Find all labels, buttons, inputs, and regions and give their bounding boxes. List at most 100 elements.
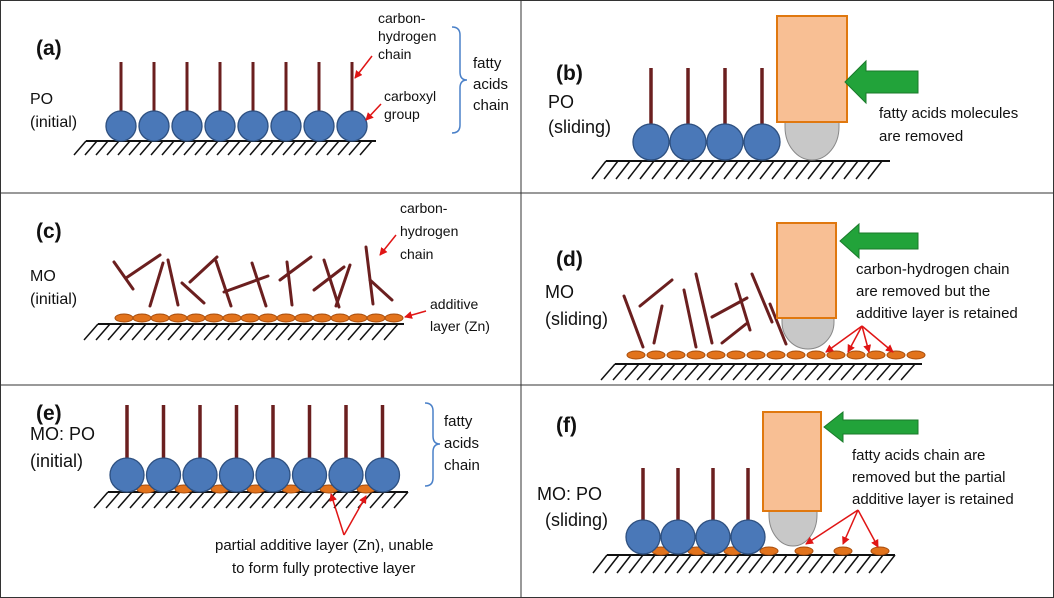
hatch-line: [663, 160, 679, 180]
carboxyl-head: [218, 457, 255, 493]
hatch-line: [359, 323, 375, 341]
carboxyl-head: [730, 519, 766, 555]
zn-particle: [114, 313, 134, 323]
carboxyl-head: [109, 457, 145, 493]
hatch-line: [117, 491, 133, 509]
zn-particle: [348, 313, 368, 323]
zn-particle: [204, 313, 224, 323]
pointer-arrow: [805, 509, 859, 545]
hatch-line: [326, 140, 340, 156]
annotation-fatty-line3: chain: [444, 457, 480, 474]
hatch-line: [393, 491, 409, 509]
hatch-line: [83, 323, 99, 341]
substrate-hatch: [83, 323, 404, 341]
carbon-hydrogen-chain: [622, 294, 645, 349]
hatch-line: [315, 140, 329, 156]
zn-particle: [886, 350, 906, 360]
ball-tip: [781, 315, 835, 350]
oil-state: (initial): [30, 114, 77, 131]
zn-particle: [870, 546, 890, 556]
hatch-line: [615, 160, 631, 180]
carboxyl-head: [706, 123, 744, 161]
note-line2: to form fully protective layer: [232, 560, 415, 577]
sliding-pin-icon: [776, 15, 848, 161]
hatch-line: [304, 140, 318, 156]
pointer-arrow: [847, 325, 863, 353]
carbon-hydrogen-chain: [638, 278, 674, 308]
partial-zn-layer: [651, 546, 890, 556]
hatch-line: [840, 363, 856, 381]
annotation-carbon-line2: hydrogen: [378, 28, 436, 44]
hatch-line: [736, 554, 752, 574]
hatch-line: [323, 323, 339, 341]
panel-label: (b): [556, 62, 583, 85]
oil-state: (sliding): [545, 510, 608, 530]
carbon-hydrogen-chain: [180, 281, 206, 305]
carbon-hydrogen-chain: [250, 261, 268, 308]
hatch-line: [73, 140, 87, 156]
carboxyl-head: [255, 457, 291, 493]
carboxyl-head: [336, 110, 368, 142]
hatch-line: [345, 491, 361, 509]
hatch-line: [335, 323, 351, 341]
panel-d: (d) MO (sliding) carbon-hydrogen chain a…: [545, 222, 1018, 381]
zn-particle: [786, 350, 806, 360]
carboxyl-head: [743, 123, 781, 161]
oil-type: PO: [548, 92, 574, 112]
zn-particle: [826, 350, 846, 360]
annotation-carbon-line3: chain: [378, 46, 411, 62]
note-line2: removed but the partial: [852, 469, 1005, 486]
zn-particle: [794, 546, 814, 556]
hatch-line: [261, 491, 277, 509]
pointer-arrow: [825, 325, 863, 353]
hatch-line: [179, 323, 195, 341]
carboxyl-head: [328, 457, 364, 493]
hatch-line: [161, 140, 175, 156]
hatch-line: [688, 554, 704, 574]
panel-label: (f): [556, 414, 577, 437]
hatch-line: [260, 140, 274, 156]
hatch-line: [155, 323, 171, 341]
zn-particle: [294, 313, 314, 323]
hatch-line: [696, 363, 712, 381]
hatch-line: [795, 160, 811, 180]
hatch-line: [333, 491, 349, 509]
carbon-hydrogen-chain: [166, 258, 180, 307]
hatch-line: [201, 491, 217, 509]
oil-type: PO: [30, 91, 53, 108]
hatch-line: [238, 140, 252, 156]
hatch-line: [699, 160, 715, 180]
hatch-line: [600, 363, 616, 381]
hatch-line: [299, 323, 315, 341]
hatch-line: [285, 491, 301, 509]
hatch-line: [724, 554, 740, 574]
carboxyl-head: [171, 110, 203, 142]
annotation-carboxyl-line2: group: [384, 106, 420, 122]
hatch-line: [664, 554, 680, 574]
carbon-hydrogen-chain: [768, 302, 788, 346]
hatch-line: [832, 554, 848, 574]
carboxyl-head: [669, 123, 707, 161]
oil-type: MO: [30, 268, 56, 285]
annotation-carbon-line2: hydrogen: [400, 223, 458, 239]
hatch-line: [675, 160, 691, 180]
carboxyl-head: [270, 110, 302, 142]
hatch-line: [194, 140, 208, 156]
hatch-line: [748, 554, 764, 574]
oil-state: (initial): [30, 291, 77, 308]
zn-particle: [258, 313, 278, 323]
hatch-line: [627, 160, 643, 180]
carbon-hydrogen-chain: [148, 261, 165, 308]
carboxyl-head: [291, 457, 328, 493]
zn-particle: [132, 313, 152, 323]
hatch-line: [105, 491, 121, 509]
hatch-line: [143, 323, 159, 341]
hatch-line: [225, 491, 241, 509]
pointer-arrow: [857, 509, 879, 548]
hatch-line: [249, 140, 263, 156]
note-line1: carbon-hydrogen chain: [856, 261, 1009, 278]
hatch-line: [347, 323, 363, 341]
panel-a: (a) PO (initial) carbon- hydrogen chain …: [30, 10, 509, 156]
hatch-line: [131, 323, 147, 341]
hatch-line: [215, 323, 231, 341]
